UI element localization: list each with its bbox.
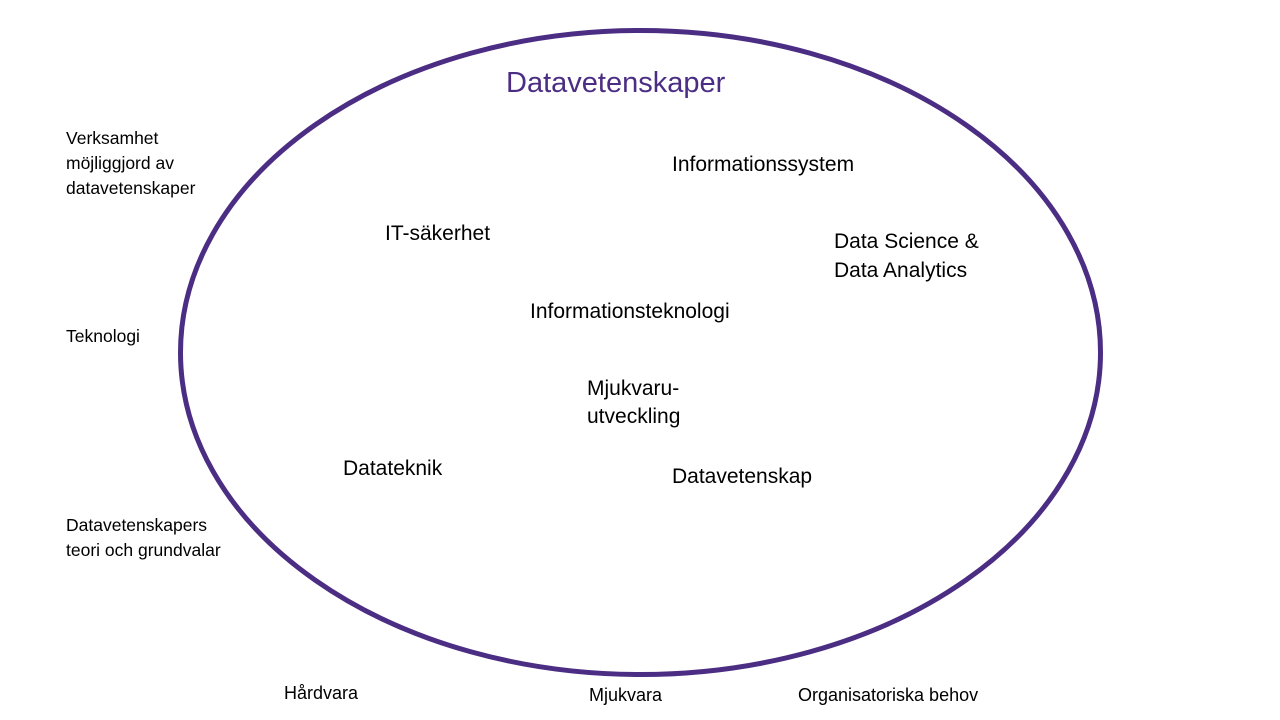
axis-label-mjukvara: Mjukvara: [589, 685, 663, 705]
label-datavetenskap: Datavetenskap: [672, 465, 813, 488]
label-data-science-line1: Data Science &: [834, 230, 979, 253]
axis-label-verksamhet-line1: Verksamhet: [66, 128, 159, 148]
label-informationssystem: Informationssystem: [672, 153, 855, 176]
axis-label-teori-line1: Datavetenskapers: [66, 515, 208, 535]
axis-label-organisatoriska-behov: Organisatoriska behov: [798, 685, 979, 705]
label-mjukvaruutveckling: Mjukvaru- utveckling: [587, 375, 680, 431]
diagram-title: Datavetenskaper: [506, 67, 726, 99]
axis-label-teori: Datavetenskapers teori och grundvalar: [66, 513, 221, 563]
label-datateknik: Datateknik: [343, 457, 443, 480]
axis-label-verksamhet-line3: datavetenskaper: [66, 178, 196, 198]
label-informationsteknologi: Informationsteknologi: [530, 300, 730, 323]
label-it-sakerhet: IT-säkerhet: [385, 222, 491, 245]
axis-label-hardvara: Hårdvara: [284, 683, 359, 703]
axis-label-teknologi: Teknologi: [66, 326, 140, 346]
label-data-science: Data Science & Data Analytics: [834, 227, 979, 285]
axis-label-teori-line2: teori och grundvalar: [66, 540, 221, 560]
axis-label-verksamhet-line2: möjliggjord av: [66, 153, 174, 173]
axis-label-verksamhet: Verksamhet möjliggjord av datavetenskape…: [66, 126, 195, 201]
label-mjukvaruutveckling-line1: Mjukvaru-: [587, 377, 680, 400]
label-mjukvaruutveckling-line2: utveckling: [587, 405, 681, 428]
label-data-science-line2: Data Analytics: [834, 259, 968, 282]
